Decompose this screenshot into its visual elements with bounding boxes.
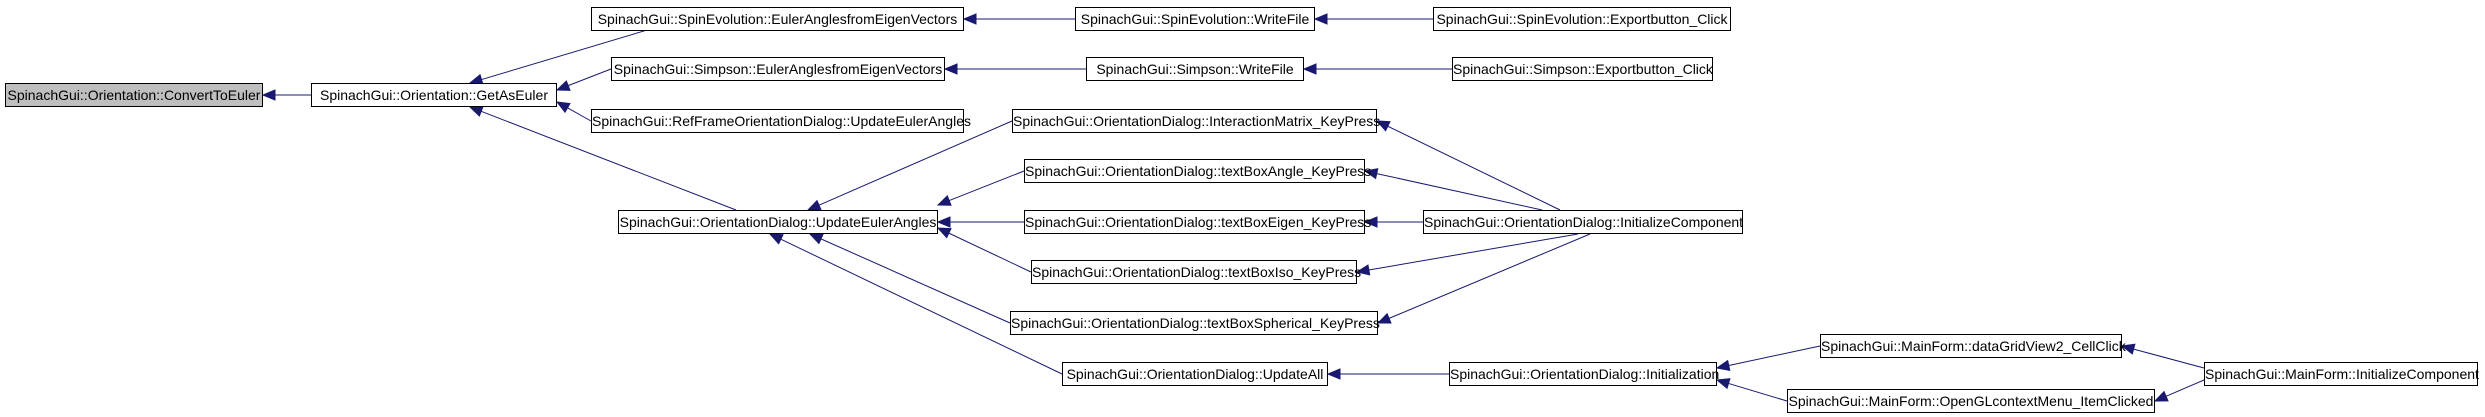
call-edge (936, 227, 1032, 273)
edge-line (1388, 233, 1591, 319)
call-edge (1326, 368, 1449, 380)
arrowhead (768, 233, 784, 245)
edge-line (818, 120, 1013, 206)
arrowhead (943, 63, 958, 75)
arrowhead (806, 199, 822, 211)
arrowhead (936, 227, 952, 239)
node-orientationdialog-initialization[interactable]: SpinachGui::OrientationDialog::Initializ… (1449, 362, 1719, 386)
node-mainform-datagridview2-cellclick[interactable]: SpinachGui::MainForm::dataGridView2_Cell… (1820, 334, 2126, 358)
arrowhead (1326, 368, 1341, 380)
node-interactionmatrix-keypress[interactable]: SpinachGui::OrientationDialog::Interacti… (1012, 109, 1380, 133)
edge-line (1728, 382, 1788, 402)
call-edge (806, 120, 1013, 211)
node-spinevolution-writefile[interactable]: SpinachGui::SpinEvolution::WriteFile (1075, 7, 1315, 31)
arrowhead (2153, 390, 2169, 402)
edge-line (567, 107, 592, 122)
arrowhead (555, 101, 571, 114)
node-simpson-exportbutton-click[interactable]: SpinachGui::Simpson::Exportbutton_Click (1452, 57, 1713, 81)
node-simpson-euler-angles[interactable]: SpinachGui::Simpson::EulerAnglesfromEige… (611, 57, 945, 81)
arrowhead (1375, 120, 1391, 132)
node-textboxiso-keypress[interactable]: SpinachGui::OrientationDialog::textBoxIs… (1031, 260, 1361, 284)
call-edge (962, 13, 1075, 25)
call-edge (261, 89, 311, 101)
node-mainform-initializecomponent[interactable]: SpinachGui::MainForm::InitializeComponen… (2204, 362, 2479, 386)
node-simpson-writefile[interactable]: SpinachGui::Simpson::WriteFile (1086, 57, 1304, 81)
edge-line (948, 232, 1032, 273)
edge-line (2133, 348, 2205, 369)
call-edge (1376, 233, 1591, 324)
edge-line (1368, 233, 1579, 271)
call-edge (1313, 13, 1433, 25)
edge-line (948, 170, 1025, 202)
arrowhead (468, 106, 484, 117)
node-convert-to-euler: SpinachGui::Orientation::ConvertToEuler (5, 83, 263, 107)
call-edge (808, 233, 1011, 324)
call-edge (1715, 378, 1788, 402)
call-edge (936, 170, 1025, 206)
edge-line (481, 110, 737, 211)
call-edge (768, 233, 1063, 375)
arrowhead (1376, 312, 1392, 324)
arrowhead (936, 195, 952, 206)
edge-line (820, 238, 1011, 324)
node-mainform-openglcontextmenu-itemclicked[interactable]: SpinachGui::MainForm::OpenGLcontextMenu_… (1787, 389, 2155, 413)
call-edge (1363, 216, 1423, 228)
call-edge (943, 63, 1086, 75)
node-textboxeigen-keypress[interactable]: SpinachGui::OrientationDialog::textBoxEi… (1024, 210, 1371, 234)
arrowhead (2120, 343, 2136, 355)
arrowhead (1363, 216, 1378, 228)
call-edge (1355, 233, 1579, 276)
call-edge (2153, 379, 2205, 402)
edge-line (780, 238, 1063, 375)
call-edge (1363, 168, 1543, 211)
node-textboxspherical-keypress[interactable]: SpinachGui::OrientationDialog::textBoxSp… (1010, 311, 1380, 335)
node-textboxangle-keypress[interactable]: SpinachGui::OrientationDialog::textBoxAn… (1024, 159, 1371, 183)
call-edge (555, 68, 612, 91)
edge-line (1387, 125, 1561, 211)
arrowhead (1363, 168, 1379, 180)
call-edge (936, 216, 1024, 228)
node-updateall[interactable]: SpinachGui::OrientationDialog::UpdateAll (1062, 362, 1328, 386)
call-edge (1302, 63, 1452, 75)
edge-line (1728, 345, 1821, 366)
edge-line (568, 68, 612, 87)
node-spinevolution-euler-angles[interactable]: SpinachGui::SpinEvolution::EulerAnglesfr… (591, 7, 964, 31)
call-edge (555, 101, 592, 122)
arrowhead (1313, 13, 1328, 25)
edge-line (2165, 379, 2205, 397)
node-orientationdialog-initializecomponent[interactable]: SpinachGui::OrientationDialog::Initializ… (1423, 210, 1743, 234)
arrowhead (936, 216, 951, 228)
arrowhead (1715, 359, 1731, 372)
node-get-as-euler[interactable]: SpinachGui::Orientation::GetAsEuler (311, 83, 557, 107)
arrowhead (808, 233, 824, 245)
arrowhead (1302, 63, 1317, 75)
arrowhead (261, 89, 276, 101)
arrowhead (1715, 378, 1731, 390)
arrowhead (962, 13, 977, 25)
node-orientation-update-euler-angles[interactable]: SpinachGui::OrientationDialog::UpdateEul… (618, 210, 938, 234)
node-refframe-update-euler-angles[interactable]: SpinachGui::RefFrameOrientationDialog::U… (591, 109, 971, 133)
arrowhead (1355, 264, 1371, 276)
call-edge (1715, 345, 1821, 372)
call-edge (2120, 343, 2205, 369)
edge-line (1376, 173, 1543, 211)
arrowhead (555, 80, 571, 91)
node-spinevolution-exportbutton-click[interactable]: SpinachGui::SpinEvolution::Exportbutton_… (1433, 7, 1731, 31)
call-edge (1375, 120, 1561, 211)
